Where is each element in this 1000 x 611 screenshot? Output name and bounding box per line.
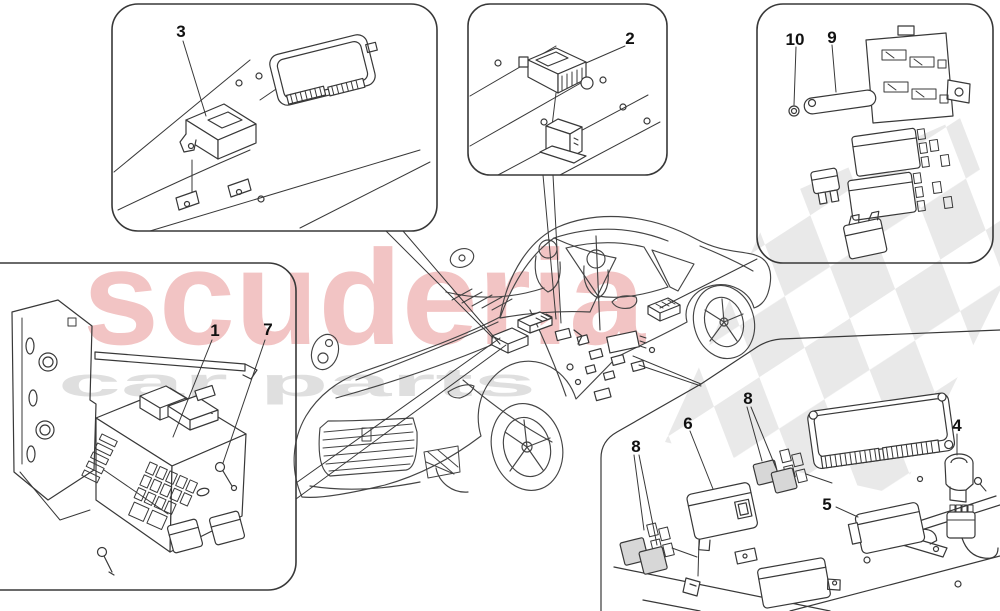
callout-8a: 8 xyxy=(631,437,640,456)
callout-1: 1 xyxy=(210,321,219,340)
top-left-content xyxy=(113,34,431,232)
leader-9 xyxy=(831,44,837,93)
car-drawing xyxy=(293,215,772,498)
engine-ecu xyxy=(807,392,956,470)
top-center-content xyxy=(469,45,661,176)
tagline-watermark: car parts xyxy=(58,361,536,405)
detail-box-top-left xyxy=(111,3,438,232)
car-headlight xyxy=(310,333,340,371)
blade-fuse xyxy=(810,167,840,205)
relay-pair xyxy=(752,448,833,494)
control-module xyxy=(179,103,257,160)
callout-2: 2 xyxy=(625,29,634,48)
sensor-module xyxy=(518,47,594,94)
relay-pair xyxy=(619,522,698,575)
callout-6: 6 xyxy=(683,414,692,433)
detail-box-left xyxy=(0,262,297,591)
screw xyxy=(96,546,115,576)
connector-bank xyxy=(928,138,954,209)
left-box-content xyxy=(11,299,258,576)
wiring-connector xyxy=(946,504,999,559)
car-front-wheel xyxy=(490,403,564,491)
control-unit-5 xyxy=(847,502,938,554)
retaining-nut xyxy=(788,105,800,117)
detail-box-top-center xyxy=(467,3,668,176)
control-unit xyxy=(757,557,841,609)
relay-holder-lower xyxy=(847,171,926,221)
leader-3 xyxy=(182,40,207,117)
callout-4: 4 xyxy=(952,416,962,435)
leader-8a xyxy=(633,454,658,546)
mounting-pedestal xyxy=(539,118,587,164)
leader-6 xyxy=(689,430,714,490)
detail-section-bottom-right xyxy=(600,329,1000,611)
car-windshield xyxy=(499,237,617,319)
callout-5: 5 xyxy=(822,495,831,514)
brand-watermark: scuderia xyxy=(83,222,646,373)
callout-labels: 3 2 10 9 1 7 8 6 8 4 5 xyxy=(176,22,962,514)
car-side-window xyxy=(565,242,669,298)
callout-7: 7 xyxy=(263,320,272,339)
in-car-components xyxy=(491,297,681,402)
wedge-lines xyxy=(295,174,758,500)
leader-2 xyxy=(585,45,626,64)
leader-8b xyxy=(746,406,777,469)
clamp-bracket xyxy=(682,577,701,597)
callout-8b: 8 xyxy=(743,389,752,408)
callout-3: 3 xyxy=(176,22,185,41)
support-rod xyxy=(94,351,246,372)
car-rear-wheel xyxy=(692,284,756,360)
body-bracket xyxy=(11,299,97,521)
car-mirror xyxy=(611,295,638,309)
control-unit-6 xyxy=(686,482,758,552)
relay-cube xyxy=(208,510,246,546)
mounting-bracket xyxy=(803,25,971,124)
car-body-outline xyxy=(293,215,772,498)
bottom-right-content xyxy=(619,392,999,609)
callout-9: 9 xyxy=(827,28,836,47)
leader-1 xyxy=(172,339,213,438)
detail-box-top-right xyxy=(756,3,994,264)
ecu-module xyxy=(269,34,378,106)
top-right-content xyxy=(788,25,971,260)
relay-cube xyxy=(843,210,888,260)
relay-holder-upper xyxy=(851,127,930,177)
leader-10 xyxy=(793,46,797,106)
leader-7 xyxy=(222,339,266,464)
leader-lines xyxy=(172,40,958,546)
sensor-switch xyxy=(944,453,987,503)
screw xyxy=(214,461,238,492)
car-quarter-window xyxy=(651,249,695,292)
callout-10: 10 xyxy=(786,30,805,49)
leader-5 xyxy=(835,506,859,518)
relay-cube xyxy=(166,518,204,554)
